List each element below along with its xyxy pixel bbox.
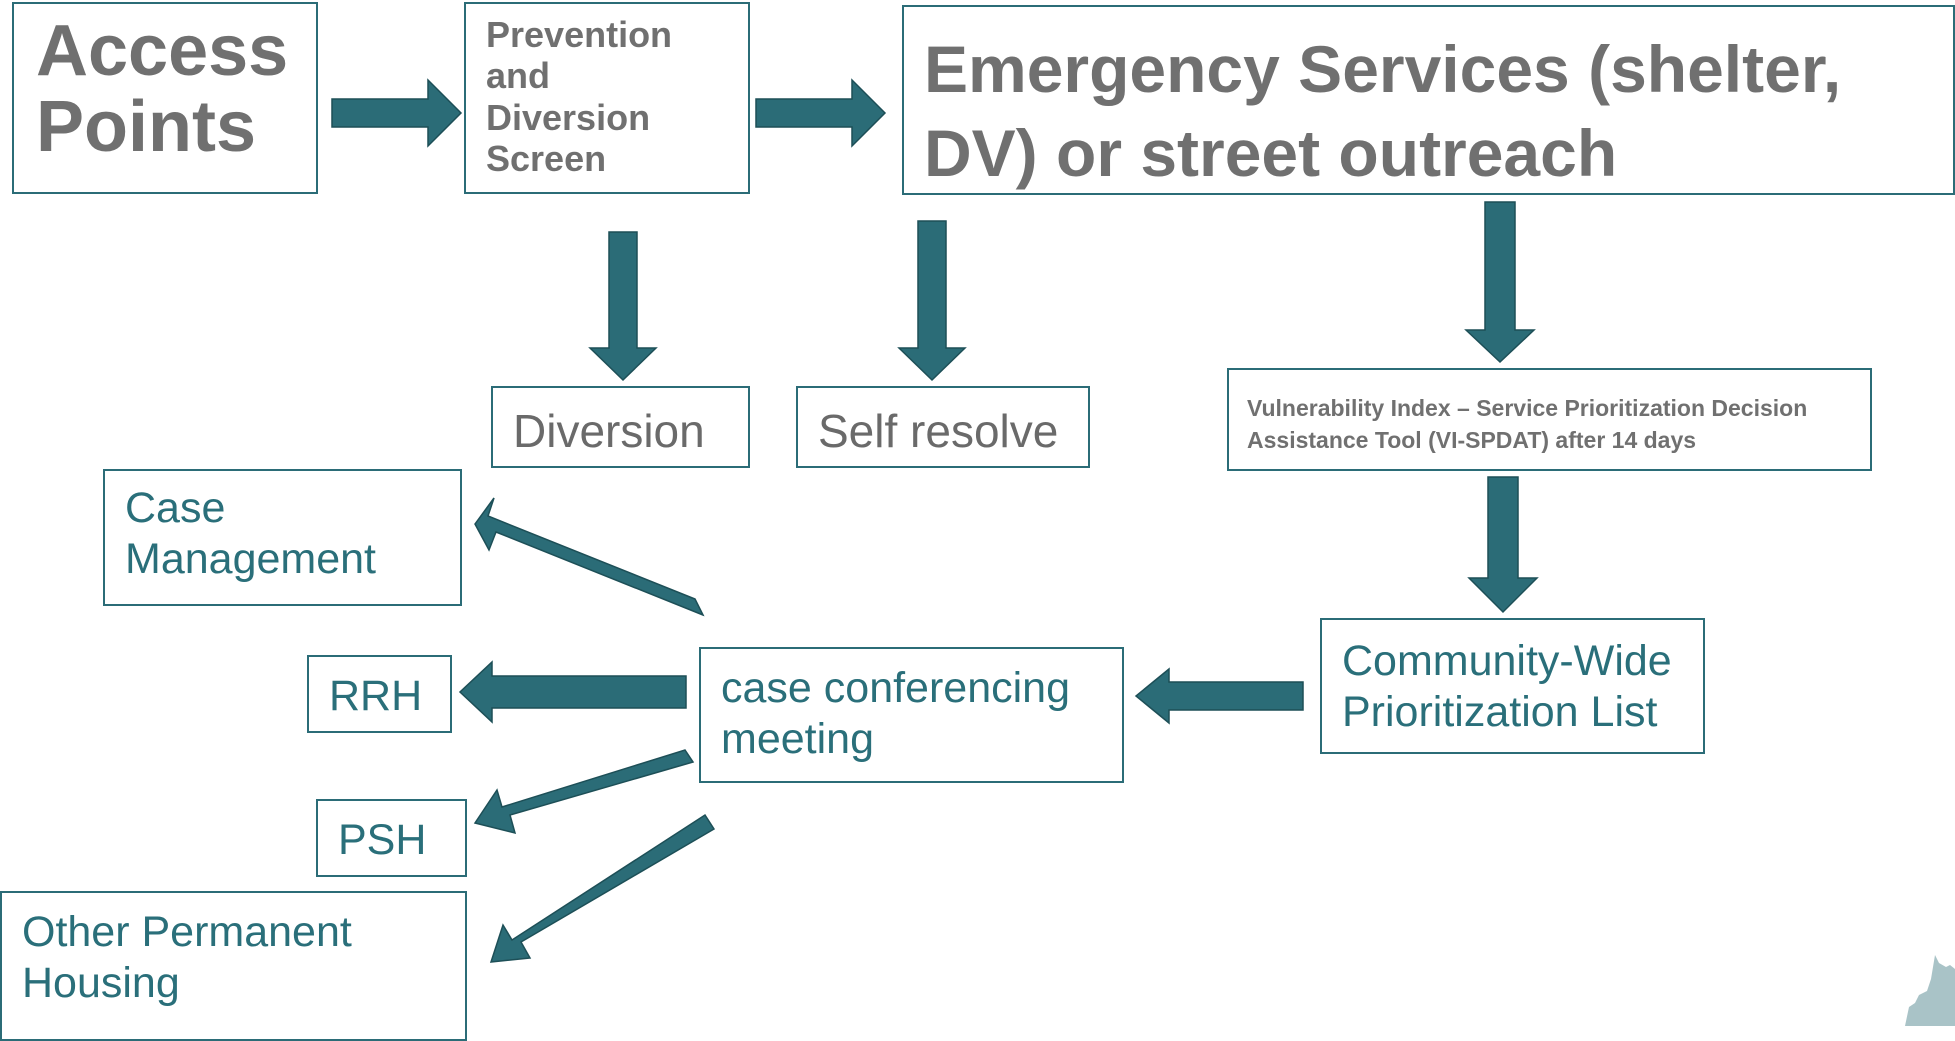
state-outline-logo-icon — [1905, 955, 1955, 1026]
arrow-emergency-to-vispdat — [1464, 201, 1536, 364]
vi-spdat-label: Vulnerability Index – Service Prioritiza… — [1247, 395, 1808, 454]
arrow-community-to-conferencing — [1134, 667, 1304, 725]
case-management-node: Case Management — [103, 469, 462, 606]
prevention-diversion-screen-node: Prevention and Diversion Screen — [464, 2, 750, 194]
arrow-prevention-to-selfresolve — [897, 220, 967, 382]
arrow-conferencing-to-psh — [473, 749, 695, 835]
access-points-node: Access Points — [12, 2, 318, 194]
self-resolve-label: Self resolve — [818, 405, 1059, 457]
community-wide-list-node: Community-Wide Prioritization List — [1320, 618, 1705, 754]
case-conferencing-node: case conferencing meeting — [699, 647, 1124, 783]
rrh-node: RRH — [307, 655, 452, 733]
emergency-services-label: Emergency Services (shelter, DV) or stre… — [924, 32, 1842, 191]
community-wide-list-label: Community-Wide Prioritization List — [1342, 637, 1672, 736]
arrow-conferencing-to-casemgmt — [474, 497, 705, 617]
vi-spdat-node: Vulnerability Index – Service Prioritiza… — [1227, 368, 1872, 471]
rrh-label: RRH — [329, 672, 423, 720]
diversion-node: Diversion — [491, 386, 750, 468]
emergency-services-node: Emergency Services (shelter, DV) or stre… — [902, 5, 1955, 195]
prevention-diversion-screen-label: Prevention and Diversion Screen — [486, 14, 673, 180]
arrow-prevention-to-diversion — [588, 231, 658, 382]
arrow-access-to-prevention — [331, 78, 463, 148]
other-permanent-housing-node: Other Permanent Housing — [0, 891, 467, 1041]
access-points-label: Access Points — [36, 11, 289, 167]
arrow-conferencing-to-other — [489, 813, 716, 963]
case-conferencing-label: case conferencing meeting — [721, 664, 1070, 763]
arrow-vispdat-to-community — [1467, 476, 1539, 614]
arrow-conferencing-to-rrh — [458, 660, 687, 724]
psh-label: PSH — [338, 816, 427, 864]
diversion-label: Diversion — [513, 405, 705, 457]
psh-node: PSH — [316, 799, 467, 877]
case-management-label: Case Management — [125, 484, 376, 583]
self-resolve-node: Self resolve — [796, 386, 1090, 468]
other-permanent-housing-label: Other Permanent Housing — [22, 908, 352, 1007]
arrow-prevention-to-emergency — [755, 78, 887, 148]
